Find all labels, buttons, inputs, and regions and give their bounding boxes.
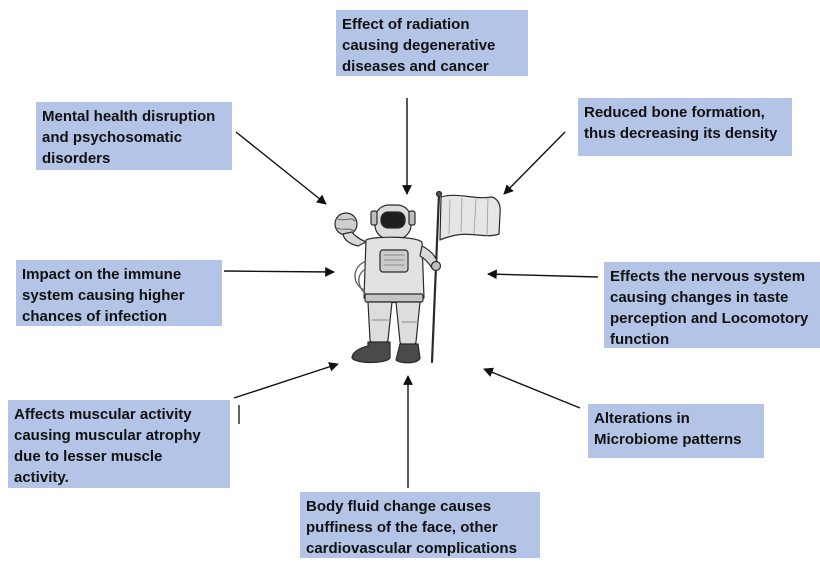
left-leg [368,302,392,345]
arrow-microbiome [484,369,580,408]
arrow-mental-health [236,132,326,204]
arrow-nervous [488,274,598,277]
effect-microbiome-box: Alterations in Microbiome patterns [588,404,764,458]
helmet [375,205,411,239]
right-leg [396,302,420,347]
arrow-immune [224,271,334,272]
flag-pole-tip [437,192,442,197]
flag [440,195,500,240]
arrow-muscular [234,364,338,398]
effect-body-fluid-box: Body fluid change causes puffiness of th… [300,492,540,558]
right-boot [396,344,420,363]
torso [364,237,424,302]
effect-nervous-box: Effects the nervous system causing chang… [604,262,820,348]
effect-bone-box: Reduced bone formation, thus decreasing … [578,98,792,156]
effect-radiation-box: Effect of radiation causing degenerative… [336,10,528,76]
flag-pole [432,194,439,362]
effect-mental-health-box: Mental health disruption and psychosomat… [36,102,232,170]
held-globe [335,213,357,235]
effect-muscular-box: Affects muscular activity causing muscul… [8,400,230,488]
arrow-bone [504,132,565,194]
astronaut-illustration [335,192,500,363]
left-boot [352,342,390,363]
arrows [224,98,598,488]
visor [381,212,405,228]
effect-immune-box: Impact on the immune system causing high… [16,260,222,326]
